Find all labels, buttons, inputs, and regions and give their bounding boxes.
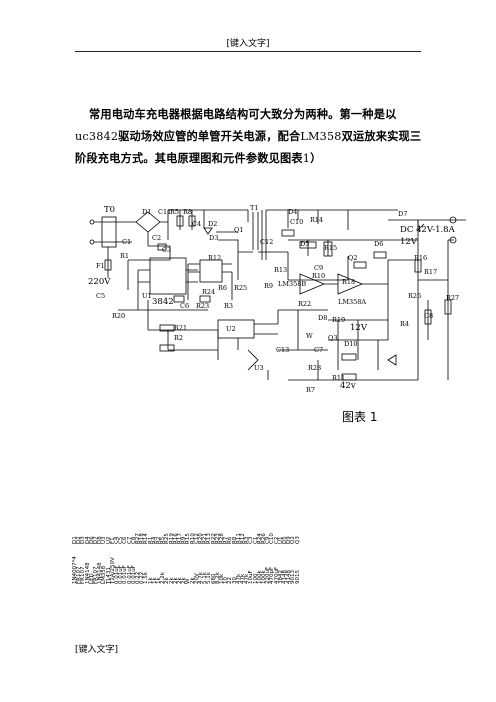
label-r15: R15 (324, 244, 337, 252)
schematic-wires (89, 209, 466, 381)
label-c11: C11 (158, 208, 171, 216)
label-r10: R10 (312, 272, 325, 280)
label-lm358a: LM358A (338, 298, 366, 306)
label-u3: U3 (254, 364, 264, 372)
para-seg3: 驱动场效应管的单管开关电源，配合 (118, 130, 301, 143)
label-c4: C4 (192, 220, 201, 228)
label-u2: U2 (226, 325, 236, 333)
label-r20: R20 (112, 312, 125, 320)
label-c2: C2 (152, 234, 161, 242)
label-d4: D4 (288, 208, 297, 216)
label-t1: T1 (250, 204, 258, 212)
label-w: W (306, 332, 313, 340)
label-r22: R22 (298, 300, 311, 308)
label-d10: D10 (344, 340, 357, 348)
para-seg1: 常用电动车充电器根据电路结构可大致分为两种。第一种是以 (89, 108, 397, 121)
label-d1: D1 (142, 208, 151, 216)
label-42v: 42v (340, 381, 356, 391)
para-seg5: 双运放来实现三阶段充电方式。其电原理图和元件参数见图表 (75, 130, 422, 165)
label-r3: R3 (224, 302, 233, 310)
label-r28: R28 (308, 364, 321, 372)
label-c3: C3 (162, 246, 171, 254)
page-header: [键入文字] (226, 39, 270, 49)
label-d5: D5 (300, 240, 309, 248)
header-rule (75, 51, 421, 52)
label-r18: R18 (342, 278, 355, 286)
para-seg4: LM358 (300, 130, 342, 143)
label-r25: R25 (234, 284, 247, 292)
label-r26: R26 (408, 292, 421, 300)
label-r24: R24 (202, 288, 215, 296)
label-r7: R7 (306, 386, 315, 394)
para-seg7: ） (310, 152, 322, 165)
label-r4: R4 (400, 320, 409, 328)
label-dc-output: DC 42V-1.8A (400, 225, 456, 235)
label-r19: R19 (332, 316, 345, 324)
label-c7: C7 (314, 346, 323, 354)
label-q1: Q1 (234, 226, 243, 234)
label-220v: 220V (88, 277, 111, 287)
label-r8: R8 (183, 208, 192, 216)
label-d8: D8 (318, 314, 327, 322)
body-paragraph: 常用电动车充电器根据电路结构可大致分为两种。第一种是以 uc3842驱动场效应管的… (75, 104, 423, 170)
label-c12: C12 (260, 238, 273, 246)
label-d7: D7 (398, 210, 407, 218)
label-12v: 12V (400, 237, 418, 247)
label-r12: R12 (208, 254, 221, 262)
label-c10: C10 (290, 218, 303, 226)
circuit-schematic: T0 D1 C11 R5 R8 C4 D2 D3 C1 R1 C2 C3 R12… (88, 204, 466, 394)
label-f1: F1 (96, 262, 105, 270)
label-r16: R16 (414, 254, 427, 262)
label-c9: C9 (314, 264, 323, 272)
label-r23: R23 (196, 302, 209, 310)
para-seg6: 1 (302, 152, 311, 165)
label-d3: D3 (209, 234, 218, 242)
label-r17: R17 (424, 268, 437, 276)
label-q2: Q2 (348, 254, 357, 262)
label-r2: R2 (174, 334, 183, 342)
figure-caption: 图表 1 (342, 410, 378, 424)
label-r21: R21 (174, 324, 187, 332)
part-designator: Q3 (294, 536, 301, 544)
label-c6: C6 (180, 302, 189, 310)
para-seg2: uc3842 (75, 130, 119, 143)
label-r14: R14 (310, 216, 323, 224)
part-name: 9015 (294, 570, 301, 584)
label-d2: D2 (208, 220, 217, 228)
label-c8: C8 (424, 312, 433, 320)
label-d6: D6 (374, 240, 383, 248)
label-r5: R5 (170, 208, 179, 216)
label-r11: R11 (332, 374, 345, 382)
label-3842: 3842 (152, 297, 174, 307)
parts-column: 9015 Q3 (295, 504, 301, 629)
label-lm358b: LM358B (278, 280, 306, 288)
label-12v-lower: 12V (350, 323, 368, 333)
label-r6: R6 (218, 284, 227, 292)
label-q3: Q3 (328, 334, 337, 342)
label-c1: C1 (122, 238, 131, 246)
schematic-labels: T0 D1 C11 R5 R8 C4 D2 D3 C1 R1 C2 C3 R12… (88, 204, 459, 394)
label-r27: R27 (446, 294, 459, 302)
label-r9: R9 (264, 282, 273, 290)
label-r13: R13 (274, 266, 287, 274)
label-t0: T0 (104, 205, 115, 215)
page-footer: [键入文字] (75, 645, 119, 655)
label-c13: C13 (276, 346, 289, 354)
label-u1: U1 (142, 292, 152, 300)
label-c5: C5 (96, 292, 105, 300)
label-r1: R1 (120, 252, 129, 260)
